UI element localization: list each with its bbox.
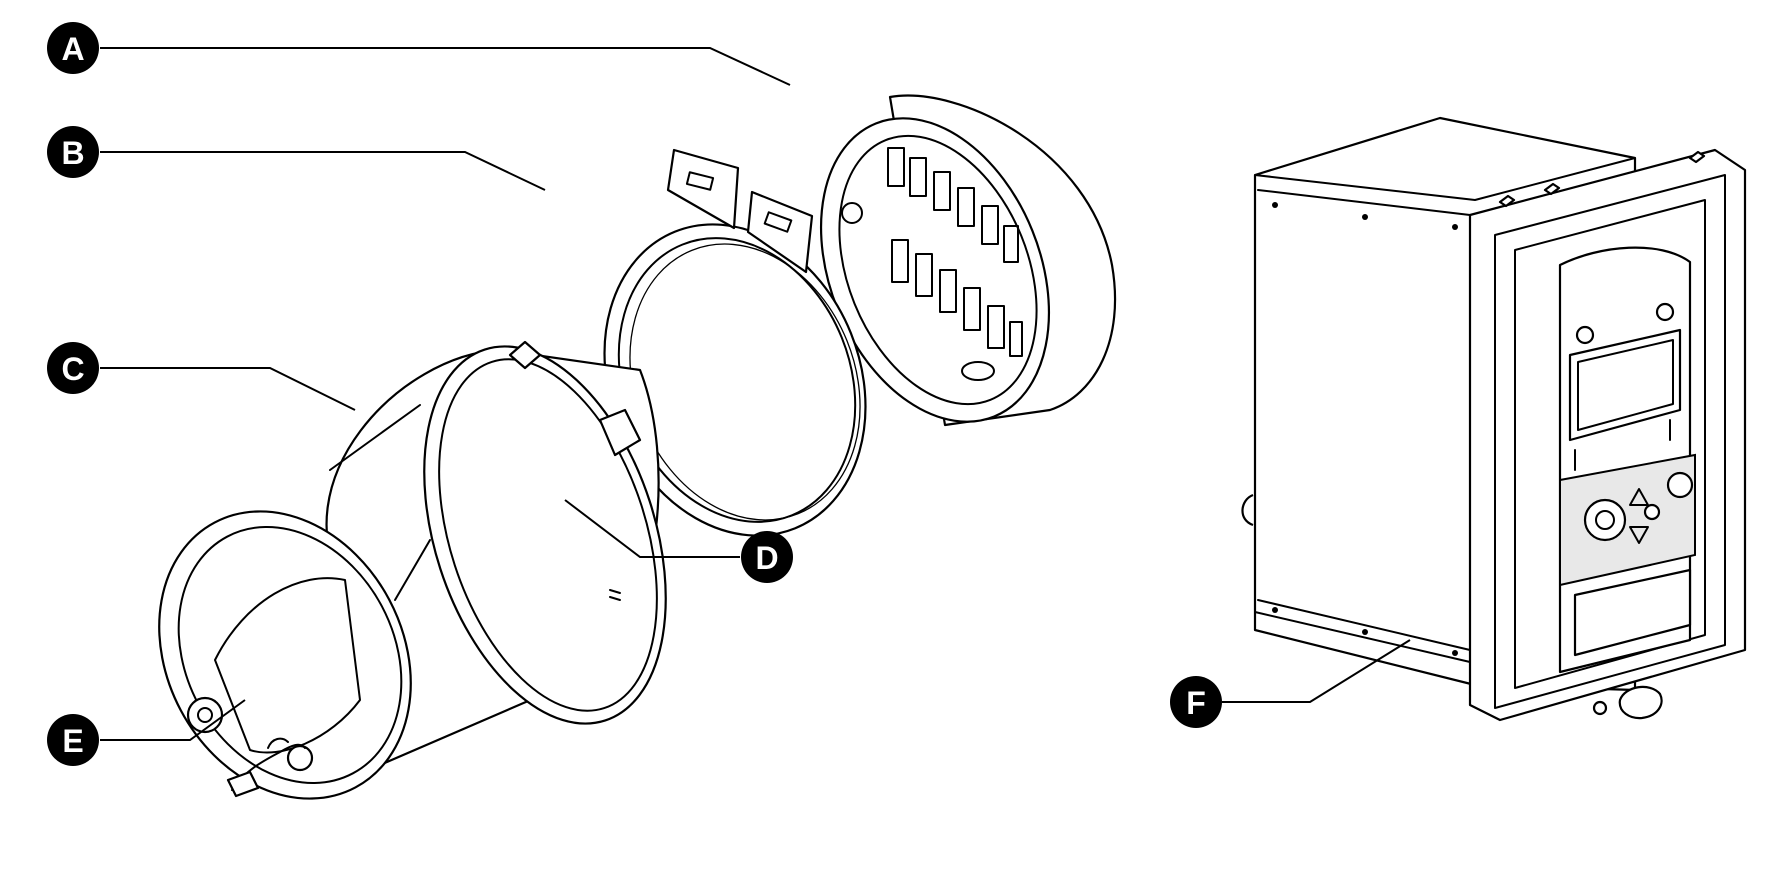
leader-a <box>100 47 791 86</box>
svg-text:D: D <box>755 540 778 576</box>
triangle-down-icon <box>1629 526 1649 544</box>
part-b-sealing-ring <box>603 148 867 537</box>
callout-b: B <box>47 126 99 178</box>
svg-text:C: C <box>61 351 84 387</box>
svg-text:B: B <box>61 135 84 171</box>
callout-c: C <box>47 342 99 394</box>
svg-text:E: E <box>62 723 83 759</box>
leader-c <box>100 367 356 411</box>
part-f-enclosure-assembly <box>1241 116 1747 722</box>
callout-a: A <box>47 22 99 74</box>
callout-f: F <box>1170 676 1222 728</box>
callout-e: E <box>47 714 99 766</box>
svg-text:A: A <box>61 31 84 67</box>
triangle-up-icon <box>1629 488 1649 506</box>
part-a-socket-base <box>819 94 1117 427</box>
leader-d <box>564 499 740 558</box>
svg-text:F: F <box>1186 685 1206 721</box>
leader-lines <box>100 47 1411 741</box>
leader-e <box>100 699 246 741</box>
callout-d: D <box>741 531 793 583</box>
part-e-seal-wire <box>226 737 306 798</box>
leader-f <box>1222 639 1411 703</box>
leader-b <box>100 151 546 191</box>
part-c-meter-body <box>158 340 667 800</box>
